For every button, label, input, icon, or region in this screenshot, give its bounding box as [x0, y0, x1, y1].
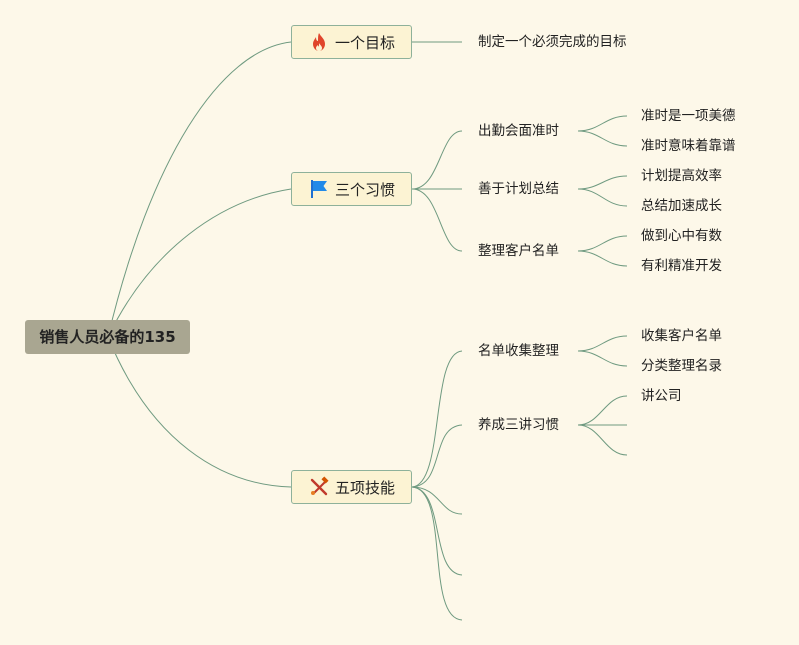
- connector-root-to-skills: [107, 336, 292, 488]
- goal-detail-topic[interactable]: 制定一个必须完成的目标: [478, 34, 627, 50]
- leaf-topic[interactable]: 计划提高效率: [641, 168, 722, 184]
- connector-talks-leaf-3: [577, 424, 628, 456]
- leaf-topic[interactable]: 收集客户名单: [641, 328, 722, 344]
- fire-icon: [308, 31, 330, 53]
- leaf-topic[interactable]: 讲公司: [641, 388, 682, 404]
- habit-planning-topic[interactable]: 善于计划总结: [478, 181, 559, 197]
- connector-root-to-goal: [107, 41, 292, 338]
- connector-habits-to-list: [411, 188, 463, 252]
- leaf-topic[interactable]: 做到心中有数: [641, 228, 722, 244]
- connector-skills-to-empty-1: [411, 486, 463, 515]
- leaf-topic[interactable]: 分类整理名录: [641, 358, 722, 374]
- branch-skills-node[interactable]: 五项技能: [291, 470, 412, 504]
- leaf-topic[interactable]: 有利精准开发: [641, 258, 722, 274]
- connector-talks-leaf-1: [577, 395, 628, 426]
- connector-list-leaf-2: [577, 250, 628, 267]
- root-node[interactable]: 销售人员必备的135: [25, 320, 190, 354]
- branch-habits-label: 三个习惯: [334, 180, 395, 199]
- skill-three-talks-topic[interactable]: 养成三讲习惯: [478, 417, 559, 433]
- leaf-topic[interactable]: 准时意味着靠谱: [641, 138, 736, 154]
- connector-punctual-leaf-1: [577, 115, 628, 132]
- skill-collect-list-topic[interactable]: 名单收集整理: [478, 343, 559, 359]
- flag-icon: [308, 178, 330, 200]
- branch-skills-label: 五项技能: [334, 478, 395, 497]
- connector-habits-to-punctual: [411, 130, 463, 190]
- connector-root-to-habits: [107, 188, 292, 338]
- leaf-topic[interactable]: 准时是一项美德: [641, 108, 736, 124]
- connector-collect-leaf-1: [577, 335, 628, 352]
- leaf-topic[interactable]: 总结加速成长: [641, 198, 722, 214]
- habit-punctual-topic[interactable]: 出勤会面准时: [478, 123, 559, 139]
- connector-planning-leaf-1: [577, 175, 628, 190]
- crossed-tools-icon: [308, 476, 330, 498]
- connector-skills-to-collect: [411, 350, 463, 488]
- connector-list-leaf-1: [577, 235, 628, 252]
- connector-planning-leaf-2: [577, 188, 628, 207]
- branch-habits-node[interactable]: 三个习惯: [291, 172, 412, 206]
- branch-goal-node[interactable]: 一个目标: [291, 25, 412, 59]
- connector-skills-to-empty-3: [411, 486, 463, 621]
- connector-collect-leaf-2: [577, 350, 628, 367]
- habit-client-list-topic[interactable]: 整理客户名单: [478, 243, 559, 259]
- branch-goal-label: 一个目标: [334, 33, 395, 52]
- connector-punctual-leaf-2: [577, 130, 628, 147]
- connector-skills-to-three-talks: [411, 424, 463, 488]
- connector-skills-to-empty-2: [411, 486, 463, 576]
